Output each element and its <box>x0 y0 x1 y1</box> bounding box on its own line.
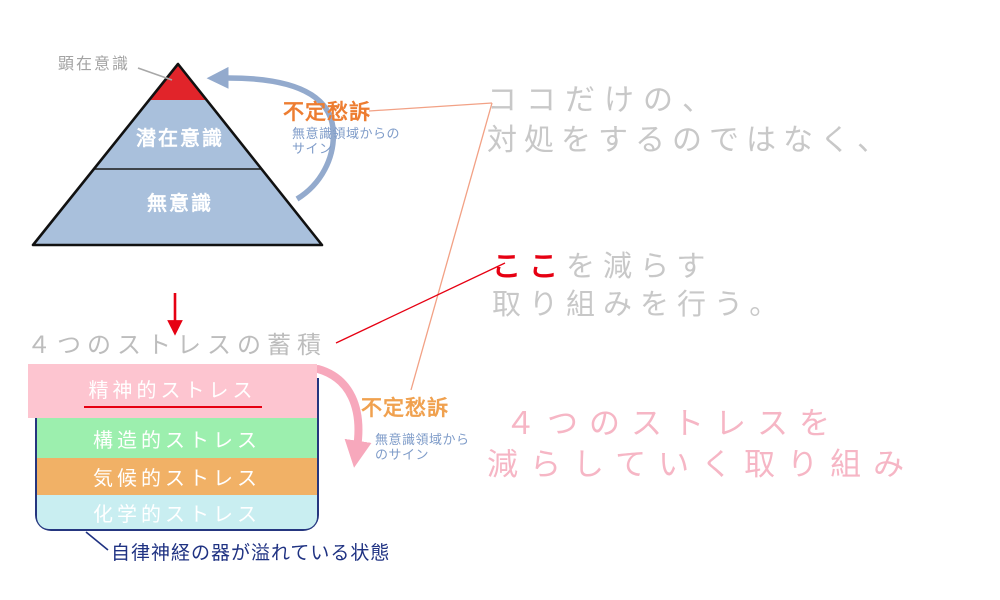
futei-top-caption-line2: サイン <box>292 142 333 157</box>
vessel-overflow-caption: 自律神経の器が溢れている状態 <box>111 542 391 564</box>
futei-bottom-caption-line2: のサイン <box>375 448 430 463</box>
red-connector-line <box>335 262 506 344</box>
stress-layer-mental: 精神的ストレス <box>28 364 317 418</box>
overflow-arrow-icon <box>314 365 372 468</box>
conscious-mind-label: 顕在意識 <box>58 54 131 73</box>
note-koko-line2: 取り組みを行う。 <box>492 287 787 321</box>
note-coco-line1: ココだけの、 <box>487 83 721 118</box>
mental-stress-underline <box>83 406 262 408</box>
orange-connector-top <box>368 102 493 112</box>
note-coco-line2: 対処をするのではなく、 <box>487 123 894 158</box>
stress-stack-title: ４つのストレスの蓄積 <box>27 331 327 359</box>
stress-layer-mental-label: 精神的ストレス <box>88 378 257 402</box>
stress-layer-chemical-label: 化学的ストレス <box>93 501 261 526</box>
koko-highlight: ここ <box>492 249 567 283</box>
futei-bottom-caption-line1: 無意識領域から <box>375 433 470 448</box>
futei-top-title: 不定愁訴 <box>283 100 371 124</box>
futei-bottom-title: 不定愁訴 <box>361 396 449 420</box>
pyramid-outline <box>31 62 324 247</box>
pyramid-body <box>33 64 322 245</box>
note-pink-line1: ４つのストレスを <box>505 406 841 442</box>
orange-connector-bottom <box>410 102 493 391</box>
stress-layer-climate: 気候的ストレス <box>37 458 317 495</box>
pyramid-apex-red <box>149 64 207 100</box>
feedback-arrow-icon <box>206 66 337 202</box>
stress-layer-structural: 構造的ストレス <box>37 418 317 458</box>
unconscious-label: 無意識 <box>147 191 213 215</box>
vessel-caption-leader <box>85 531 109 551</box>
note-koko-line1: ここを減らす <box>492 249 714 283</box>
subconscious-label: 潜在意識 <box>136 126 224 150</box>
note-pink-line2: 減らしていく取り組み <box>487 447 917 483</box>
kenzai-leader-line <box>137 67 173 81</box>
stress-layer-chemical: 化学的ストレス <box>37 495 317 529</box>
koko-rest: を減らす <box>566 249 714 283</box>
stress-layer-climate-label: 気候的ストレス <box>93 466 261 490</box>
futei-top-caption-line1: 無意識領域からの <box>292 127 401 142</box>
stress-layer-structural-label: 構造的ストレス <box>93 427 261 452</box>
stress-vessel <box>35 378 319 531</box>
